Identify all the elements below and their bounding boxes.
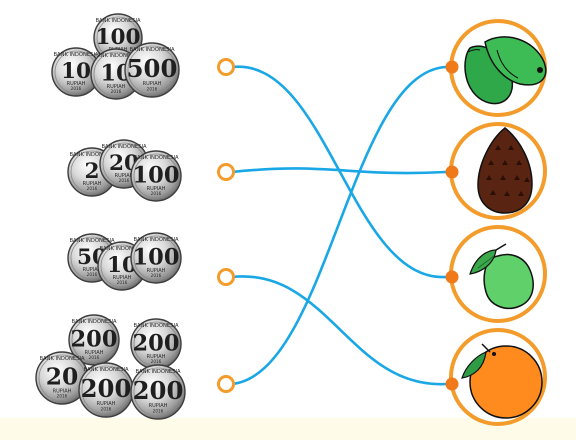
- coin-rupiah-text: RUPIAH: [147, 186, 166, 192]
- coin-bank-text: BANK INDONESIA: [129, 47, 175, 53]
- left-endpoints: [217, 58, 235, 393]
- coin-year-text: 2016: [101, 406, 112, 411]
- right-endpoint-4[interactable]: [445, 377, 459, 391]
- coin-bank-text: BANK INDONESIA: [83, 367, 129, 373]
- coin-year-text: 2016: [117, 280, 128, 285]
- coin-rupiah-text: RUPIAH: [115, 173, 134, 179]
- coin-year-text: 2016: [151, 359, 162, 364]
- coin-year-text: 2016: [87, 272, 98, 277]
- fruit-options: [449, 19, 547, 426]
- fruit-option-guava[interactable]: [449, 225, 547, 323]
- coin-bank-text: BANK INDONESIA: [53, 52, 99, 58]
- coin-rupiah-text: RUPIAH: [67, 81, 86, 87]
- coin-rupiah-text: RUPIAH: [83, 181, 102, 187]
- connector-line-4: [230, 65, 448, 386]
- coin-year-text: 2016: [151, 273, 162, 278]
- coin-year-text: 2016: [153, 408, 164, 413]
- coin-bank-text: BANK INDONESIA: [101, 144, 147, 150]
- coin-bank-text: BANK INDONESIA: [39, 356, 85, 362]
- coin-value-text: 2: [84, 159, 99, 184]
- coin-bank-text: BANK INDONESIA: [69, 152, 115, 158]
- fruit-option-salak[interactable]: [449, 122, 547, 220]
- connector-lines: [230, 65, 448, 386]
- coin-bank-text: BANK INDONESIA: [133, 323, 179, 329]
- coin-rupiah-text: RUPIAH: [147, 354, 166, 360]
- coin-rupiah-text: RUPIAH: [85, 350, 104, 356]
- coin-value-text: 500: [127, 54, 178, 83]
- bottom-strip: [0, 418, 576, 440]
- right-endpoint-2[interactable]: [445, 165, 459, 179]
- coin-year-text: 2016: [71, 86, 82, 91]
- left-endpoint-4[interactable]: [217, 375, 235, 393]
- right-endpoint-3[interactable]: [445, 270, 459, 284]
- coin-value-text: 10: [61, 59, 91, 84]
- coin-bank-text: BANK INDONESIA: [133, 237, 179, 243]
- left-endpoint-2[interactable]: [217, 163, 235, 181]
- coin-year-text: 2016: [111, 89, 122, 94]
- coin-rupiah-text: RUPIAH: [53, 388, 72, 394]
- coin-value-text: 100: [95, 25, 140, 50]
- coin-rupiah-text: RUPIAH: [149, 403, 168, 409]
- coin-value-text: 200: [133, 376, 184, 405]
- mango-icon: [464, 36, 547, 105]
- coin-rupiah-text: RUPIAH: [143, 81, 162, 87]
- coin-rupiah-text: RUPIAH: [113, 275, 132, 281]
- coin-rupiah-text: RUPIAH: [97, 401, 116, 407]
- connector-line-3: [230, 275, 448, 386]
- coin-year-text: 2016: [119, 178, 130, 183]
- coin-value-text: 100: [133, 244, 180, 270]
- coin-value-text: 200: [133, 330, 180, 356]
- coin-bank-text: BANK INDONESIA: [135, 369, 181, 375]
- guava-icon: [469, 243, 534, 310]
- connector-line-2: [230, 167, 448, 175]
- coin-year-text: 2016: [147, 86, 158, 91]
- coin-value-text: 200: [71, 326, 118, 352]
- coin-year-text: 2016: [151, 191, 162, 196]
- coin-bank-text: BANK INDONESIA: [133, 155, 179, 161]
- coin-bank-text: BANK INDONESIA: [95, 18, 141, 24]
- left-endpoint-3[interactable]: [217, 268, 235, 286]
- coin-rupiah-text: RUPIAH: [83, 267, 102, 273]
- coin-bank-text: BANK INDONESIA: [99, 246, 145, 252]
- coin-year-text: 2016: [87, 186, 98, 191]
- fruit-option-mango[interactable]: [449, 19, 547, 117]
- coin-year-text: 2016: [89, 355, 100, 360]
- coin-bank-text: BANK INDONESIA: [93, 53, 139, 59]
- left-endpoint-1[interactable]: [217, 58, 235, 76]
- salak-icon: [477, 127, 533, 214]
- coin-bank-text: BANK INDONESIA: [71, 319, 117, 325]
- coin-bank-text: BANK INDONESIA: [69, 238, 115, 244]
- right-endpoint-1[interactable]: [445, 60, 459, 74]
- coin-rupiah-text: RUPIAH: [147, 268, 166, 274]
- coin-year-text: 2016: [57, 394, 68, 399]
- coin-value-text: 200: [81, 374, 132, 403]
- coin-value-text: 20: [46, 363, 79, 391]
- orange-icon: [461, 343, 543, 419]
- coin-rupiah-text: RUPIAH: [107, 84, 126, 90]
- coin-value-text: 100: [133, 162, 180, 188]
- fruit-option-orange[interactable]: [449, 328, 547, 426]
- right-endpoints: [445, 60, 459, 391]
